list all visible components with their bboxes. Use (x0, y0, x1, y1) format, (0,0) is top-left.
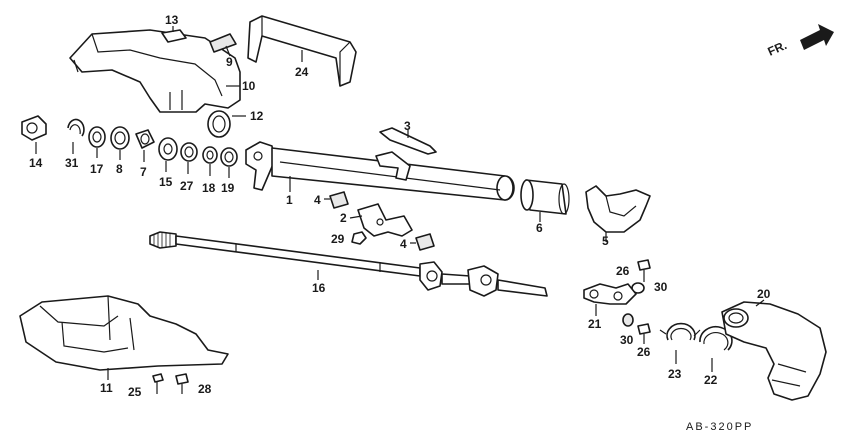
front-direction-arrow: FR. (766, 24, 834, 59)
part-25-screw (152, 373, 164, 394)
label-2: 2 (340, 211, 347, 225)
part-24-grip (247, 15, 357, 87)
label-24: 24 (295, 65, 309, 79)
part-26-bolt-lower (637, 323, 651, 344)
label-21: 21 (588, 317, 602, 331)
part-23-clamp (659, 322, 701, 341)
part-3-bracket (379, 127, 437, 155)
label-23: 23 (668, 367, 682, 381)
label-13: 13 (165, 13, 179, 27)
part-13-plate (161, 29, 187, 43)
label-25: 25 (128, 385, 142, 399)
label-16: 16 (312, 281, 326, 295)
part-7-bearing (135, 129, 155, 149)
label-9: 9 (226, 55, 233, 69)
part-28-screw (175, 373, 189, 394)
label-3: 3 (404, 119, 411, 133)
label-29: 29 (331, 232, 345, 246)
label-22: 22 (704, 373, 718, 387)
part-22-clamp (699, 326, 733, 351)
part-1-column (245, 141, 515, 201)
part-20-dust-boot (721, 301, 827, 401)
label-20: 20 (757, 287, 771, 301)
label-14: 14 (29, 156, 43, 170)
part-9-cap (209, 33, 237, 53)
label-4-lower: 4 (400, 237, 407, 251)
drawing-code: AB-320PP (686, 421, 753, 433)
part-5-shell (585, 185, 651, 233)
part-15-bearing (158, 137, 178, 161)
part-31-snap-ring (67, 118, 85, 137)
label-17: 17 (90, 162, 104, 176)
part-4-clip-upper (329, 191, 349, 209)
part-12-ring (207, 110, 231, 138)
label-12: 12 (250, 109, 264, 123)
part-21-universal-joint (583, 283, 637, 305)
part-11-lower-cover (19, 295, 229, 371)
part-19-washer (220, 147, 238, 167)
part-30-nut-lower (622, 313, 634, 327)
part-6-collar (520, 179, 570, 215)
column-clamp (375, 151, 411, 181)
part-26-bolt-upper (637, 259, 651, 282)
part-4-clip-lower (415, 233, 435, 251)
label-30-upper: 30 (654, 280, 668, 294)
label-26-upper: 26 (616, 264, 630, 278)
label-28: 28 (198, 382, 212, 396)
label-30-lower: 30 (620, 333, 634, 347)
label-8: 8 (116, 162, 123, 176)
label-6: 6 (536, 221, 543, 235)
label-27: 27 (180, 179, 194, 193)
part-10-upper-cover (69, 29, 241, 113)
label-26-lower: 26 (637, 345, 651, 359)
part-16-shaft (149, 231, 548, 297)
direction-label: FR. (766, 38, 789, 59)
label-10: 10 (242, 79, 256, 93)
part-2-bracket (357, 203, 413, 237)
label-18: 18 (202, 181, 216, 195)
label-7: 7 (140, 165, 147, 179)
label-15: 15 (159, 175, 173, 189)
label-19: 19 (221, 181, 235, 195)
part-8-bushing (110, 126, 130, 150)
part-29-nut (351, 231, 367, 245)
part-14-connector (21, 115, 47, 141)
label-5: 5 (602, 234, 609, 248)
part-18-washer (202, 146, 218, 164)
label-11: 11 (100, 381, 113, 395)
label-31: 31 (65, 156, 79, 170)
label-1: 1 (286, 193, 293, 207)
label-4-upper: 4 (314, 193, 321, 207)
part-17-washer (88, 126, 106, 148)
part-27-washer (180, 142, 198, 162)
